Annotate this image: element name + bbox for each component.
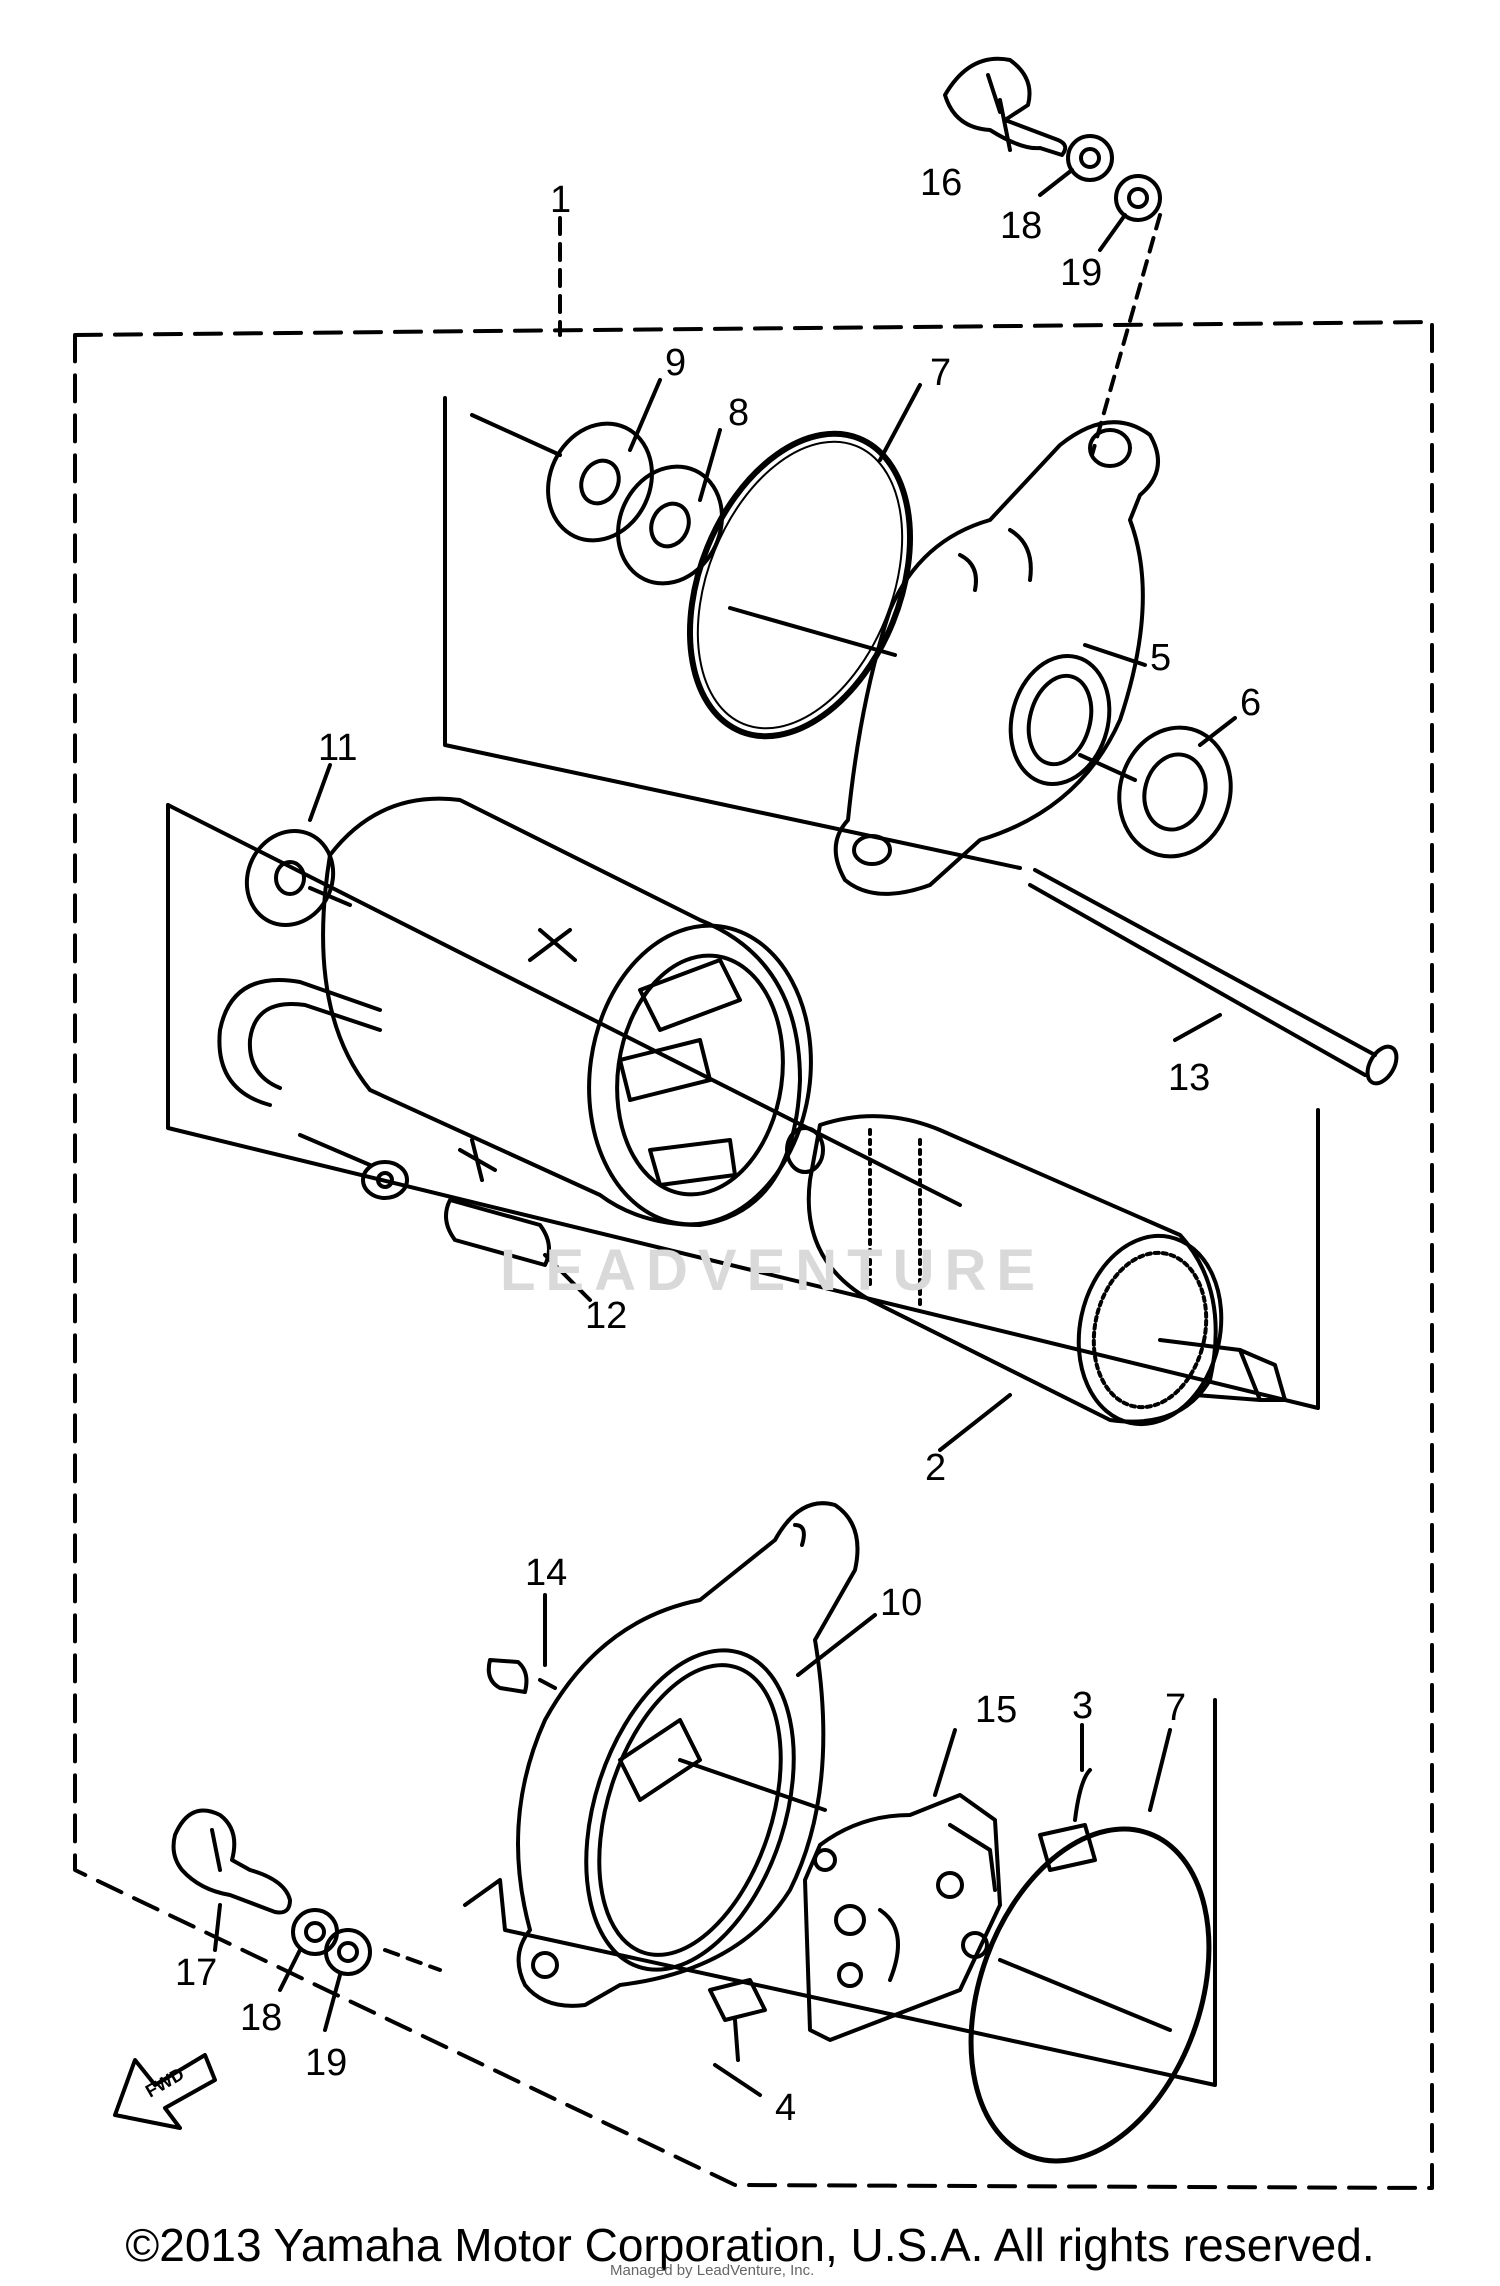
callout-2: 2 — [925, 1447, 946, 1489]
callout-13: 13 — [1168, 1057, 1210, 1099]
o-ring-7-bottom — [968, 1826, 1212, 2164]
washer-8 — [616, 464, 724, 586]
armature-2 — [785, 1114, 1287, 1427]
washer-19-top — [1114, 174, 1162, 222]
through-bolt-13 — [1028, 868, 1399, 1086]
callout-18a: 18 — [1000, 205, 1042, 247]
callout-4: 4 — [775, 2087, 796, 2129]
front-cover-10 — [516, 1501, 860, 2008]
washer-18-top — [1066, 134, 1114, 182]
callout-6: 6 — [1240, 682, 1261, 724]
callout-19a: 19 — [1060, 252, 1102, 294]
callout-7a: 7 — [930, 352, 951, 394]
washer-18-bottom — [291, 1908, 339, 1956]
screw-14 — [486, 1658, 529, 1694]
field-lead-wire — [217, 978, 409, 1200]
watermark-text: LEADVENTURE — [500, 1238, 1045, 1303]
callout-18b: 18 — [240, 1997, 282, 2039]
callout-15: 15 — [975, 1689, 1017, 1731]
callout-5: 5 — [1150, 637, 1171, 679]
washer-11 — [244, 829, 336, 927]
front-cover-frame — [463, 1698, 1217, 2087]
callout-3: 3 — [1072, 1685, 1093, 1727]
callout-12: 12 — [585, 1295, 627, 1337]
callout-16: 16 — [920, 162, 962, 204]
o-ring-7-top — [687, 430, 913, 740]
copyright-text: ©2013 Yamaha Motor Corporation, U.S.A. A… — [125, 2219, 1375, 2271]
brush-holder-15 — [803, 1793, 1002, 2042]
fwd-label: FWD — [142, 2064, 187, 2102]
washer-9 — [546, 421, 654, 543]
callout-11: 11 — [318, 727, 357, 769]
callout-8: 8 — [728, 392, 749, 434]
callout-7b: 7 — [1165, 1687, 1186, 1729]
rear-cover-5 — [833, 420, 1160, 896]
callout-1: 1 — [550, 179, 571, 221]
credit-text: Managed by LeadVenture, Inc. — [610, 2262, 815, 2279]
yoke-frame — [166, 803, 1320, 1410]
assembly-boundary — [73, 320, 1434, 2190]
fwd-arrow-icon — [113, 2053, 217, 2130]
callout-14: 14 — [525, 1552, 567, 1594]
callout-10: 10 — [880, 1582, 922, 1624]
insulator-12 — [444, 1198, 551, 1267]
callout-19b: 19 — [305, 2042, 347, 2084]
brush-3 — [1038, 1823, 1097, 1872]
bolt-17 — [171, 1808, 292, 1915]
rear-cover-frame — [443, 396, 1022, 870]
washer-19-bottom — [324, 1928, 372, 1976]
yoke-housing — [321, 796, 813, 1227]
bearing-6 — [1117, 725, 1233, 859]
brush-4 — [708, 1978, 767, 2022]
callout-17: 17 — [175, 1952, 217, 1994]
bolt-16 — [943, 56, 1068, 157]
callout-9: 9 — [665, 342, 686, 384]
